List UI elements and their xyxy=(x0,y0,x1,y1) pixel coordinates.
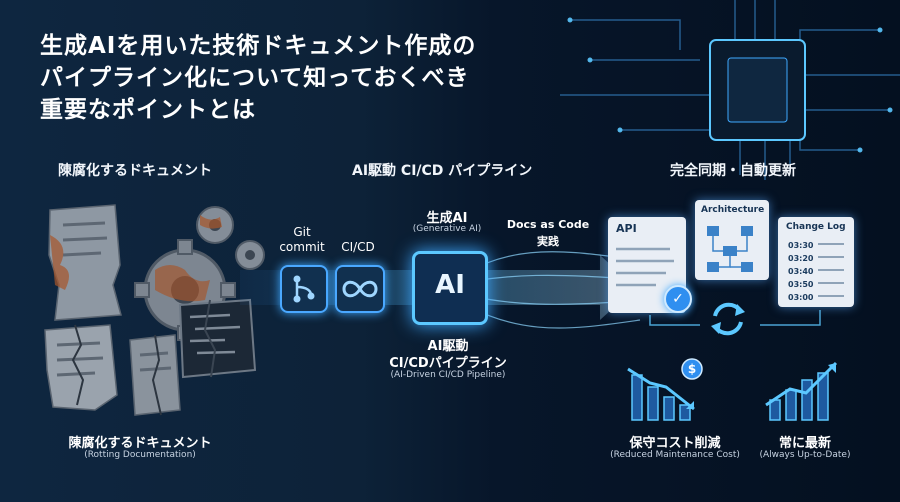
docs-as-code-label: Docs as Code xyxy=(506,218,590,231)
check-icon: ✓ xyxy=(664,285,692,313)
rotting-docs-label: 陳腐化するドキュメント xyxy=(68,436,212,451)
ai-chip-icon: AI xyxy=(412,251,488,325)
changelog-row: 03:50 xyxy=(788,280,814,289)
api-document-card: API xyxy=(608,217,686,313)
architecture-document-title: Architecture xyxy=(701,205,765,215)
cost-reduction-chart-icon: $ xyxy=(627,358,703,421)
git-commit-icon xyxy=(280,265,328,313)
broken-document-icon xyxy=(129,334,181,416)
rotting-documents-illustration xyxy=(44,204,265,416)
changelog-row: 03:00 xyxy=(788,293,814,302)
circuit-board-decoration xyxy=(560,0,900,180)
sync-connector xyxy=(649,310,821,326)
title-line-2: パイプライン化について知っておくべき xyxy=(40,65,470,91)
changelog-title: Change Log xyxy=(786,222,846,232)
growth-chart-icon xyxy=(765,361,838,421)
genai-sublabel: (Generative AI) xyxy=(412,224,482,234)
section-heading-right: 完全同期・自動更新 xyxy=(670,163,796,179)
small-gear-icon xyxy=(196,206,265,270)
title-line-3: 重要なポイントとは xyxy=(40,97,256,123)
torn-document-icon xyxy=(48,204,122,321)
sync-refresh-icon xyxy=(705,296,751,342)
broken-document-icon xyxy=(44,324,118,411)
broken-code-screen-icon xyxy=(178,298,257,379)
rotting-docs-sublabel: (Rotting Documentation) xyxy=(84,450,196,460)
section-heading-left: 陳腐化するドキュメント xyxy=(58,163,212,179)
git-label-line-2: commit xyxy=(279,240,325,254)
always-updated-label: 常に最新 xyxy=(778,436,831,451)
pipeline-sublabel: (AI-Driven CI/CD Pipeline) xyxy=(390,370,506,380)
changelog-list: 03:30 03:20 03:40 03:50 03:00 xyxy=(788,239,813,304)
genai-label: 生成AI xyxy=(426,211,468,226)
title-line-1: 生成AIを用いた技術ドキュメント作成の xyxy=(40,33,477,59)
cost-reduction-label: 保守コスト削減 xyxy=(629,436,721,451)
changelog-document-card: Change Log 03:30 03:20 03:40 03:50 03:00 xyxy=(778,217,854,307)
section-heading-middle: AI駆動 CI/CD パイプライン xyxy=(352,163,533,179)
cicd-label: CI/CD xyxy=(341,240,375,254)
flowchart-icon xyxy=(707,226,753,272)
svg-text:$: $ xyxy=(688,362,696,376)
pipeline-label-line-2: CI/CDパイプライン xyxy=(389,356,507,371)
changelog-row: 03:20 xyxy=(788,254,814,263)
changelog-row: 03:40 xyxy=(788,267,814,276)
infinity-loop-icon xyxy=(335,265,385,313)
always-updated-sublabel: (Always Up-to-Date) xyxy=(759,450,851,460)
api-document-title: API xyxy=(616,222,637,235)
changelog-row: 03:30 xyxy=(788,241,814,250)
docs-as-code-sublabel: 実践 xyxy=(537,235,559,248)
cost-reduction-sublabel: (Reduced Maintenance Cost) xyxy=(610,450,740,460)
pipeline-label-line-1: AI駆動 xyxy=(427,339,469,354)
page-title: 生成AIを用いた技術ドキュメント作成の パイプライン化について知っておくべき 重… xyxy=(40,30,560,126)
git-label-line-1: Git xyxy=(293,225,311,239)
dollar-coin-icon xyxy=(681,358,703,380)
architecture-document-card: Architecture xyxy=(695,200,769,280)
